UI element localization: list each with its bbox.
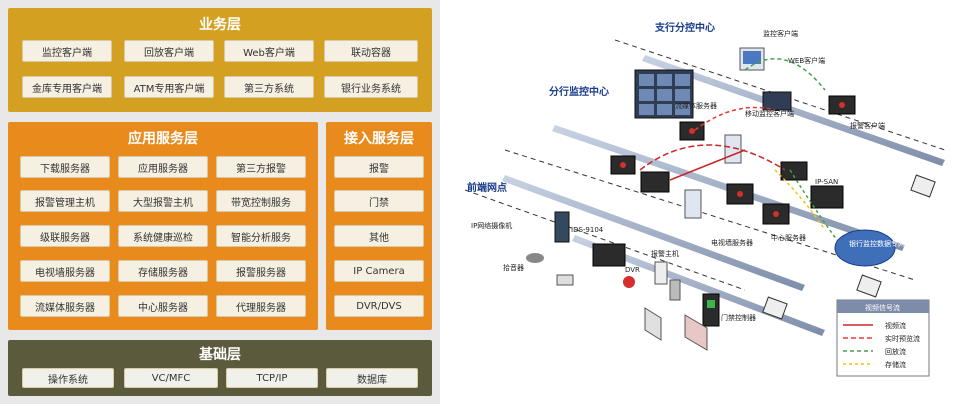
base-layer-title: 基础层 (199, 347, 241, 363)
base-item: TCP/IP (226, 368, 318, 388)
node-label-mobile-client: 移动监控客户端 (745, 109, 794, 118)
app-item: 中心服务器 (118, 295, 208, 317)
topology-svg: 支行分控中心 分行监控中心 前端网点 (464, 21, 946, 377)
app-item: 电视墙服务器 (20, 260, 110, 282)
app-layer: 应用服务层 下载服务器 应用服务器 第三方报警 报警管理主机 大型报警主机 带宽… (8, 122, 318, 330)
base-item: 数据库 (326, 368, 418, 388)
base-layer: 基础层 操作系统 VC/MFC TCP/IP 数据库 (8, 340, 432, 396)
access-layer-title: 接入服务层 (344, 131, 414, 147)
app-item: 代理服务器 (216, 295, 306, 317)
business-item: 监控客户端 (22, 40, 112, 62)
alarm-indicators (620, 102, 845, 217)
business-item: Web客户端 (224, 40, 314, 62)
flow-lines (639, 58, 838, 241)
base-item: VC/MFC (124, 368, 218, 388)
zone-label-front: 前端网点 (467, 181, 507, 194)
app-item: 报警管理主机 (20, 190, 110, 212)
business-layer: 业务层 监控客户端 回放客户端 Web客户端 联动容器 金库专用客户端 ATM专… (8, 8, 432, 112)
app-item: 带宽控制服务 (216, 190, 306, 212)
bank-network-cloud (834, 229, 896, 267)
node-label-pickup: 拾音器 (503, 263, 524, 272)
node-label-access-ctrl: 门禁控制器 (721, 313, 756, 322)
app-layer-title: 应用服务层 (128, 131, 198, 147)
node-label-dvs: IDS-9104 (571, 226, 604, 234)
node-label-dvr: DVR (625, 266, 640, 274)
node-label-dispatch: 流媒体服务器 (675, 101, 717, 110)
flow-legend (836, 299, 930, 377)
app-item: 报警服务器 (216, 260, 306, 282)
node-label-web-client: WEB客户端 (788, 56, 825, 65)
app-item: 流媒体服务器 (20, 295, 110, 317)
app-item: 大型报警主机 (118, 190, 208, 212)
node-label-ptz-client: 监控客户端 (763, 29, 798, 38)
access-layer: 接入服务层 报警 门禁 其他 IP Camera DVR/DVS (326, 122, 432, 330)
business-item: 金库专用客户端 (22, 76, 112, 98)
access-item: 报警 (334, 156, 424, 178)
node-label-alarm-host: 报警主机 (651, 249, 679, 258)
bank-network-label: 银行监控数据专网 (849, 239, 905, 248)
legend-item-playback: 回放流 (885, 347, 906, 356)
app-item: 第三方报警 (216, 156, 306, 178)
access-item: IP Camera (334, 260, 424, 282)
legend-title: 视频信号流 (865, 303, 900, 312)
node-label-ip-san: IP-SAN (815, 178, 838, 186)
workstations (684, 47, 792, 219)
node-label-ipc: IP网络摄像机 (471, 221, 512, 230)
network-switches (762, 174, 936, 320)
zone-label-branch: 支行分控中心 (654, 21, 715, 34)
legend-item-preview: 实时预览流 (885, 334, 920, 343)
app-item: 级联服务器 (20, 225, 110, 247)
legend-item-video: 视频流 (885, 321, 906, 330)
app-item: 智能分析服务 (216, 225, 306, 247)
node-label-tvwall-server: 电视墙服务器 (711, 238, 753, 247)
business-item: 回放客户端 (124, 40, 214, 62)
app-item: 存储服务器 (118, 260, 208, 282)
front-devices (526, 211, 720, 351)
business-item: 第三方系统 (224, 76, 314, 98)
zone-label-center: 分行监控中心 (549, 85, 609, 98)
architecture-diagram: 业务层 监控客户端 回放客户端 Web客户端 联动容器 金库专用客户端 ATM专… (0, 0, 440, 404)
business-item: 联动容器 (324, 40, 418, 62)
business-layer-title: 业务层 (199, 17, 241, 33)
app-item: 下载服务器 (20, 156, 110, 178)
access-item: 其他 (334, 225, 424, 247)
network-topology: 支行分控中心 分行监控中心 前端网点 (445, 0, 961, 404)
node-label-alarm-client: 报警客户端 (850, 121, 885, 130)
video-wall (634, 69, 694, 119)
app-item: 应用服务器 (118, 156, 208, 178)
node-label-center-server: 中心服务器 (771, 233, 806, 242)
base-item: 操作系统 (22, 368, 114, 388)
app-item: 系统健康巡检 (118, 225, 208, 247)
business-item: 银行业务系统 (324, 76, 418, 98)
legend-item-storage: 存储流 (885, 360, 906, 369)
access-item: DVR/DVS (334, 295, 424, 317)
access-item: 门禁 (334, 190, 424, 212)
business-item: ATM专用客户端 (124, 76, 214, 98)
